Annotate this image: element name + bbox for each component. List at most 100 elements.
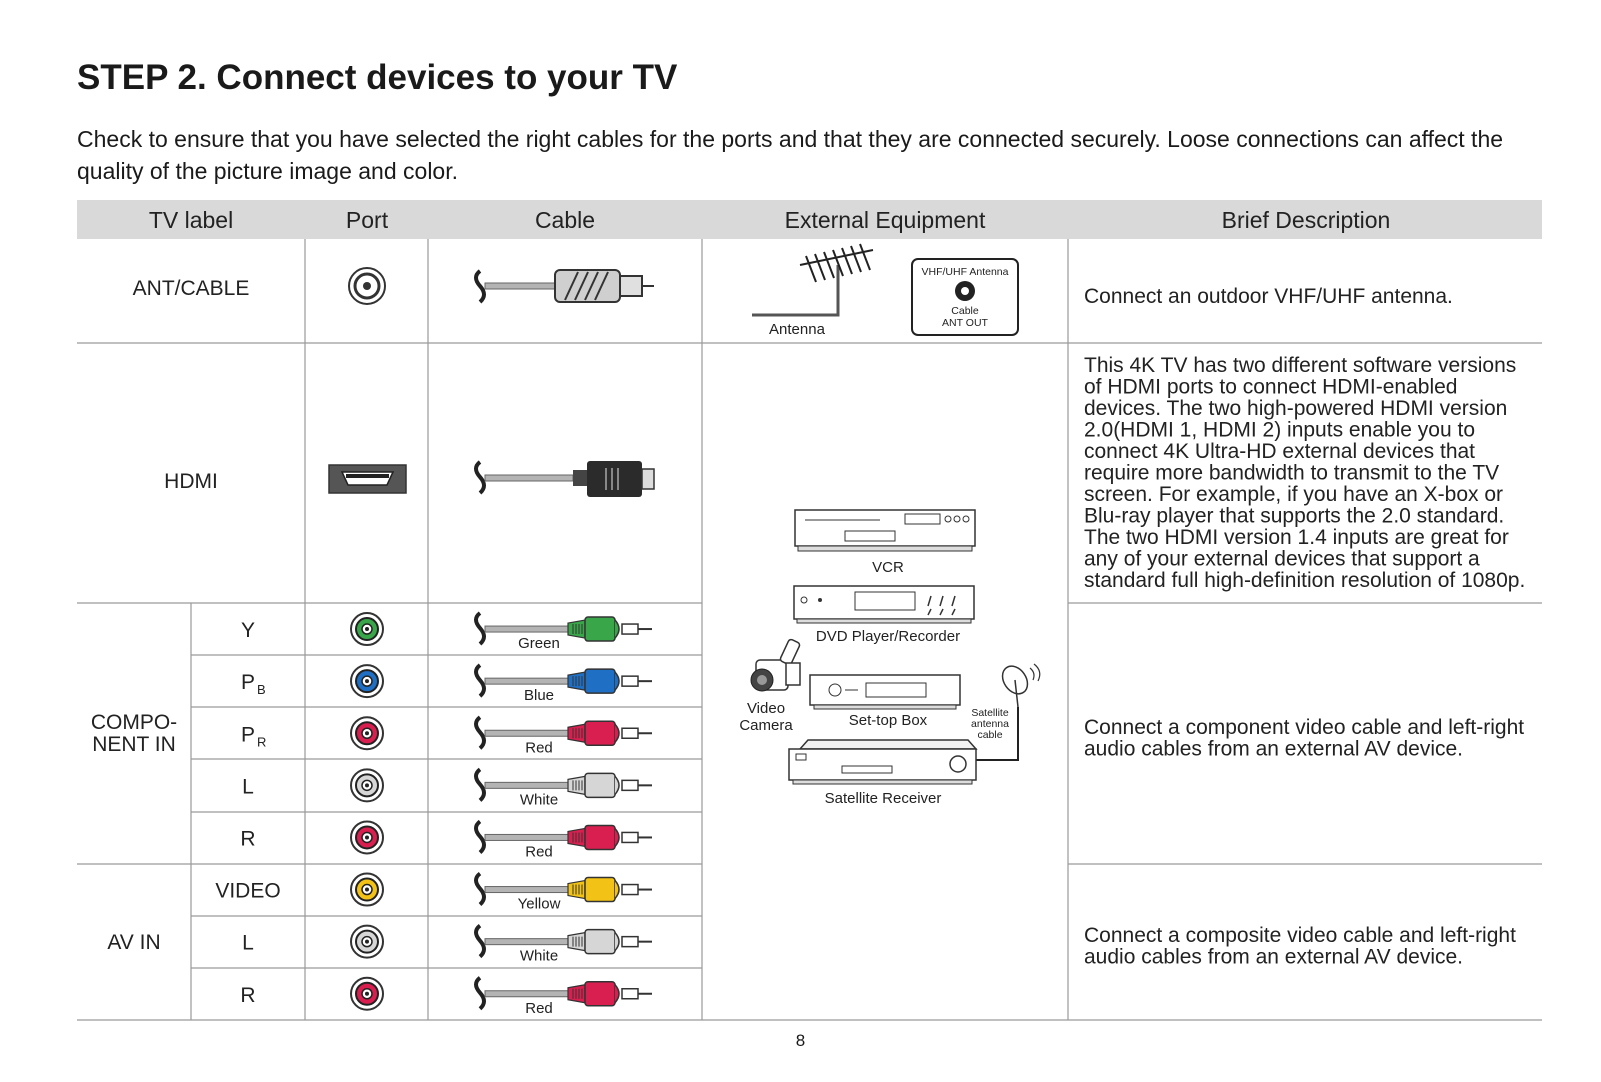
header-external-equipment: External Equipment — [785, 207, 986, 233]
cable-color-label: Yellow — [518, 896, 561, 913]
antenna-box: VHF/UHF Antenna Cable ANT OUT — [911, 258, 1019, 336]
satellite-dish-icon — [975, 663, 1041, 761]
intro-paragraph: Check to ensure that you have selected t… — [77, 126, 1504, 184]
page-title: STEP 2. Connect devices to your TV — [77, 58, 678, 97]
vcr-label: VCR — [872, 559, 904, 576]
row-label: Y — [241, 619, 255, 642]
row-label: R — [240, 827, 255, 850]
table-header-row: TV label Port Cable External Equipment B… — [149, 207, 1391, 233]
row-label: VIDEO — [215, 880, 280, 903]
rca-cable-icon — [474, 924, 652, 959]
video-camera-icon — [750, 638, 801, 692]
satellite-cable-label-3: cable — [977, 729, 1002, 741]
header-cable: Cable — [535, 207, 595, 233]
set-top-box-icon — [809, 674, 961, 710]
rca-row: L White — [242, 924, 652, 965]
description-line: The two HDMI version 1.4 inputs are grea… — [1084, 526, 1509, 549]
rca-cable-icon — [474, 663, 652, 698]
description-line: This 4K TV has two different software ve… — [1084, 354, 1516, 377]
row-label: P — [241, 723, 255, 746]
rca-port-icon — [350, 872, 384, 907]
cable-color-label: Red — [525, 1000, 553, 1017]
hdmi-port-icon — [328, 464, 407, 494]
cable-color-label: White — [520, 791, 558, 808]
rca-row: R Red — [240, 819, 652, 860]
rca-port-icon — [350, 820, 384, 855]
table-grid — [77, 239, 1542, 1021]
vcr-icon — [794, 509, 976, 552]
svg-text:Cable: Cable — [951, 305, 979, 317]
description-line: require more bandwidth to transmit to th… — [1084, 462, 1499, 485]
description-component: Connect a component video cable and left… — [1084, 716, 1524, 761]
header-tv-label: TV label — [149, 207, 233, 233]
rca-port-icon — [350, 716, 384, 751]
description-line: Blu-ray player that supports the 2.0 sta… — [1084, 505, 1504, 528]
label-component-in-2: NENT IN — [92, 733, 176, 756]
description-line: screen. For example, if you have an X-bo… — [1084, 483, 1503, 506]
table-header-bar — [77, 200, 1542, 239]
page-number: 8 — [795, 1031, 806, 1050]
description-line: any of your external devices that suppor… — [1084, 548, 1480, 571]
satellite-receiver-icon — [788, 739, 978, 785]
rca-port-icon — [350, 664, 384, 699]
row-label: L — [242, 775, 254, 798]
description-line: audio cables from an external AV device. — [1084, 738, 1463, 761]
row-label: L — [242, 932, 254, 955]
label-hdmi: HDMI — [164, 470, 218, 493]
cable-color-label: Green — [518, 635, 560, 652]
rca-cable-icon — [474, 611, 652, 646]
set-top-box-label: Set-top Box — [849, 712, 928, 729]
cable-color-label: Red — [525, 843, 553, 860]
description-hdmi: This 4K TV has two different software ve… — [1084, 354, 1525, 592]
hdmi-cable-icon — [474, 460, 655, 497]
header-brief-description: Brief Description — [1222, 207, 1391, 233]
description-line: connect 4K Ultra-HD external devices tha… — [1084, 440, 1475, 463]
satellite-receiver-label: Satellite Receiver — [825, 790, 942, 807]
rca-port-icon — [350, 612, 384, 647]
satellite-cable-label-1: Satellite — [971, 707, 1009, 719]
svg-text:VHF/UHF Antenna: VHF/UHF Antenna — [922, 266, 1009, 278]
rca-cable-icon — [474, 976, 652, 1011]
video-camera-label-1: Video — [747, 700, 785, 717]
description-line: devices. The two high-powered HDMI versi… — [1084, 397, 1507, 420]
description-ant: Connect an outdoor VHF/UHF antenna. — [1084, 285, 1453, 308]
cable-color-label: Blue — [524, 687, 554, 704]
rca-row: R Red — [240, 976, 652, 1017]
label-ant-cable: ANT/CABLE — [133, 277, 250, 300]
dvd-label: DVD Player/Recorder — [816, 628, 960, 645]
row-label-subscript: B — [257, 682, 266, 697]
label-av-in: AV IN — [107, 931, 160, 954]
rca-cable-icon — [474, 871, 652, 907]
row-label: R — [240, 984, 255, 1007]
description-line: Connect a composite video cable and left… — [1084, 924, 1516, 947]
rca-cable-icon — [474, 767, 652, 802]
row-label-subscript: R — [257, 734, 266, 749]
description-line: standard full high-definition resolution… — [1084, 569, 1525, 592]
row-label: P — [241, 671, 255, 694]
dvd-player-icon — [793, 585, 975, 624]
label-component-in-1: COMPO- — [91, 711, 177, 734]
rca-port-icon — [350, 976, 384, 1011]
rca-cable-icon — [474, 819, 652, 854]
coax-port-icon — [348, 267, 386, 305]
description-line: Connect a component video cable and left… — [1084, 716, 1524, 739]
rca-row: L White — [242, 767, 652, 808]
antenna-icon — [752, 243, 874, 317]
svg-text:ANT OUT: ANT OUT — [942, 317, 988, 329]
description-line: audio cables from an external AV device. — [1084, 946, 1463, 969]
rca-row: VIDEO Yellow — [215, 871, 652, 913]
cable-color-label: Red — [525, 739, 553, 756]
rca-port-icon — [350, 924, 384, 959]
coax-cable-icon — [474, 269, 654, 304]
antenna-label: Antenna — [769, 321, 826, 338]
satellite-cable-label-2: antenna — [971, 718, 1009, 730]
cable-color-label: White — [520, 948, 558, 965]
rca-cable-icon — [474, 715, 652, 750]
description-line: of HDMI ports to connect HDMI-enabled — [1084, 376, 1458, 399]
description-line: 2.0(HDMI 1, HDMI 2) inputs enable you to — [1084, 419, 1475, 442]
description-av: Connect a composite video cable and left… — [1084, 924, 1516, 969]
